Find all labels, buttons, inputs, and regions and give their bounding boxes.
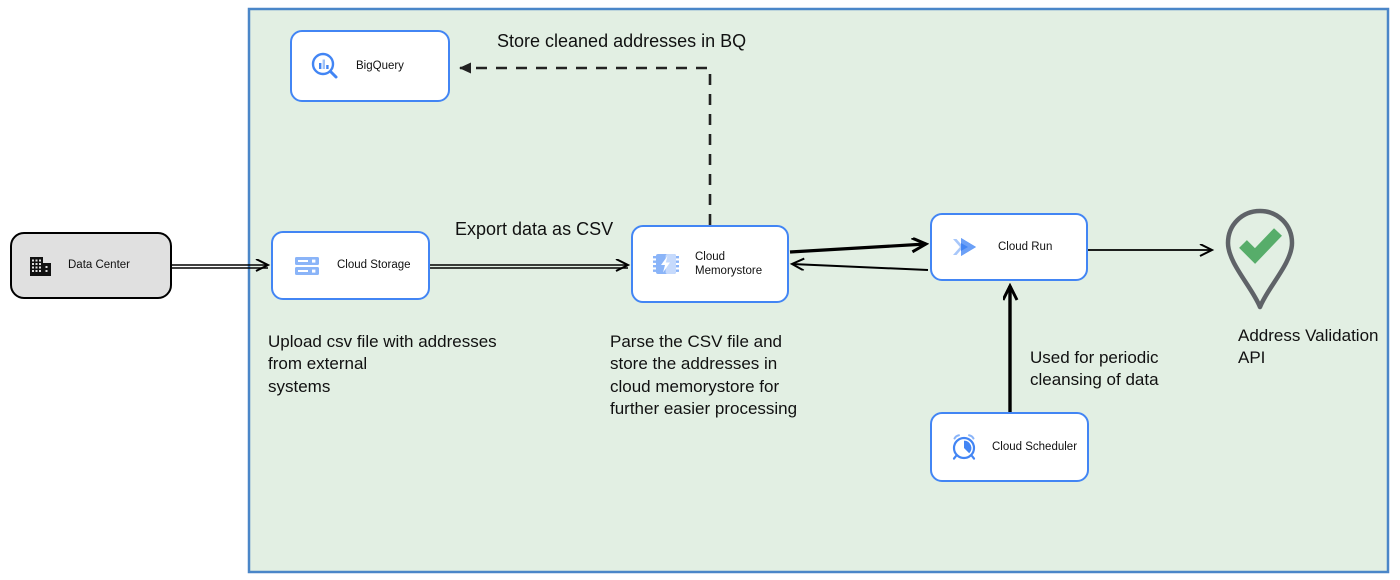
edge-memorystore-to-cloudrun (789, 244, 926, 254)
edge-memorystore-to-bigquery (459, 62, 712, 225)
map-pin-check-icon (1225, 208, 1295, 310)
node-label-cloud-run: Cloud Run (998, 240, 1053, 253)
caption-periodic-cleansing: Used for periodic cleansing of data (1030, 348, 1159, 390)
cloud-run-icon (950, 232, 980, 262)
datacenter-icon (28, 253, 54, 279)
gcp-boundary-container (247, 7, 1390, 574)
edge-cloudrun-to-memorystore (792, 264, 929, 271)
node-label-data-center: Data Center (68, 259, 131, 272)
node-cloud-scheduler[interactable]: Cloud Scheduler (930, 412, 1089, 482)
edge-storage-to-memorystore (430, 265, 628, 268)
memorystore-icon (651, 249, 681, 279)
caption-upload-csv: Upload csv file with addresses from exte… (268, 332, 497, 396)
cloud-storage-icon (293, 252, 321, 280)
node-label-bigquery: BigQuery (356, 59, 404, 72)
edge-label-export-data-as-csv: Export data as CSV (455, 219, 614, 239)
caption-address-validation-api: Address Validation API (1238, 326, 1379, 368)
edge-label-store-cleaned-addresses: Store cleaned addresses in BQ (497, 31, 747, 51)
node-label-cloud-scheduler: Cloud Scheduler (992, 440, 1078, 453)
node-label-cloud-storage: Cloud Storage (337, 259, 411, 272)
node-cloud-memorystore[interactable]: Cloud Memorystore (631, 225, 789, 303)
node-data-center[interactable]: Data Center (10, 232, 172, 299)
edge-datacenter-to-storage (172, 265, 268, 268)
node-address-validation-api[interactable] (1218, 207, 1302, 311)
node-cloud-run[interactable]: Cloud Run (930, 213, 1088, 281)
caption-parse-csv: Parse the CSV file and store the address… (610, 332, 798, 419)
node-bigquery[interactable]: BigQuery (290, 30, 450, 102)
cloud-scheduler-icon (950, 433, 978, 461)
node-label-cloud-memorystore: Cloud Memorystore (695, 250, 763, 277)
node-cloud-storage[interactable]: Cloud Storage (271, 231, 430, 300)
bigquery-icon (310, 51, 340, 81)
